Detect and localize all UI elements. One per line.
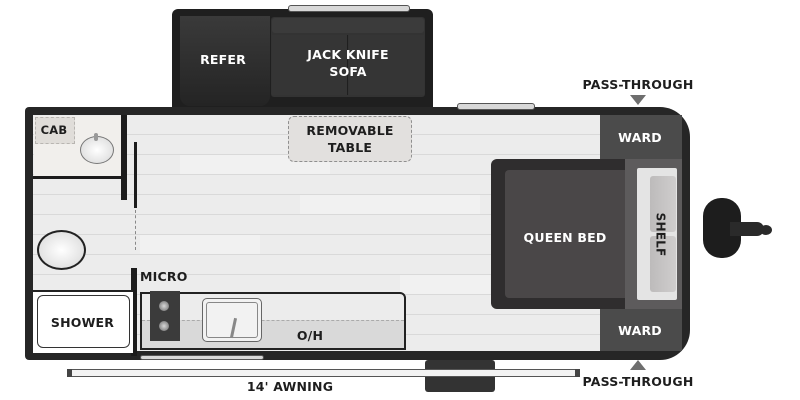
queen-bed-label: QUEEN BED xyxy=(523,230,607,245)
awning-label: 14' AWNING xyxy=(246,379,334,394)
pass-through-bottom-label: PASS-THROUGH xyxy=(582,374,694,389)
sink-faucet-icon xyxy=(94,133,98,141)
table-label-line1: REMOVABLE xyxy=(306,123,394,138)
sofa-label-line1: JACK KNIFE xyxy=(307,47,389,62)
wardrobe-bottom-label: WARD xyxy=(618,323,662,338)
overhead-label: O/H xyxy=(296,328,324,343)
sofa-label-line2: SOFA xyxy=(329,64,367,79)
bath-wall-lower xyxy=(131,268,137,356)
toilet xyxy=(37,230,86,270)
removable-table xyxy=(288,116,412,162)
road-side-window xyxy=(457,103,535,110)
bath-door xyxy=(134,142,137,208)
awning-end-cap xyxy=(67,369,72,377)
burner-icon xyxy=(159,301,169,311)
cooktop xyxy=(150,291,180,341)
sofa-back xyxy=(272,18,424,33)
cab-label: CAB xyxy=(40,123,68,137)
queen-bed-mattress xyxy=(505,170,635,298)
pass-through-top-label: PASS-THROUGH xyxy=(582,77,694,92)
floor-plank xyxy=(140,235,260,254)
refer-label: REFER xyxy=(200,52,246,67)
table-label-line2: TABLE xyxy=(327,140,373,155)
floor-plank xyxy=(400,275,490,294)
bath-wall-horizontal xyxy=(33,176,125,179)
pillow xyxy=(650,236,676,292)
shower-label: SHOWER xyxy=(50,315,115,330)
door-side-window xyxy=(140,355,264,360)
awning xyxy=(68,369,580,377)
tongue-jack xyxy=(730,222,764,236)
top-wall-left xyxy=(165,107,177,115)
kitchen-counter xyxy=(140,292,406,350)
bath-wall-vertical xyxy=(121,115,127,200)
bath-door-swing xyxy=(135,210,136,250)
cabinet xyxy=(35,117,75,144)
burner-icon xyxy=(159,321,169,331)
floor-plank xyxy=(300,195,480,214)
shower-pan xyxy=(37,295,130,348)
micro-label: MICRO xyxy=(140,269,188,284)
sofa-cushion-right xyxy=(349,35,424,95)
slide-out-window xyxy=(288,5,410,12)
pass-through-bottom-arrow-icon xyxy=(630,360,646,370)
overhead-cabinet-line xyxy=(142,320,404,321)
shelf-label: SHELF xyxy=(653,212,668,257)
hitch-coupler xyxy=(760,225,772,235)
wardrobe-top xyxy=(600,115,682,159)
pass-through-top-arrow-icon xyxy=(630,95,646,105)
wardrobe-top-label: WARD xyxy=(618,130,662,145)
pillow xyxy=(650,176,676,232)
refrigerator xyxy=(180,16,270,106)
awning-end-cap xyxy=(575,369,580,377)
sofa-cushion-left xyxy=(272,35,348,95)
wardrobe-bottom xyxy=(600,310,682,351)
